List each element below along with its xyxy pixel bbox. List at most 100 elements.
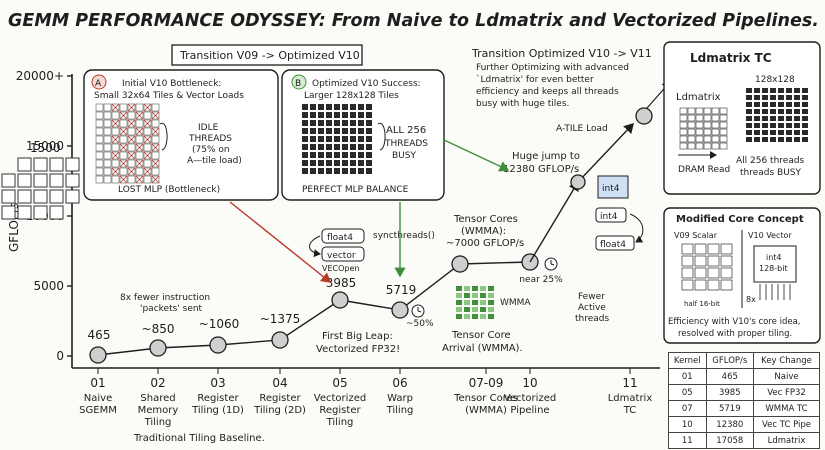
ldmatrix-busy-cell <box>770 109 776 114</box>
busy-cell <box>342 104 348 110</box>
ldmatrix-cell <box>711 107 720 115</box>
note-pct50: ~50% <box>406 319 434 329</box>
point-kernel-05 <box>331 291 349 309</box>
ldmatrix-busy-cell <box>794 130 800 135</box>
ldmatrix-busy-cell <box>762 116 768 121</box>
idle-mark <box>119 175 128 184</box>
tile-cell <box>119 151 128 160</box>
scalar-cell <box>694 255 707 267</box>
busy-cell <box>334 128 340 134</box>
x-kernel-name: Tensor Cores <box>453 393 518 404</box>
grid-cell <box>33 189 48 204</box>
ldmatrix-busy-cell <box>754 130 760 135</box>
tile-cell <box>151 167 160 176</box>
table-cell: 3985 <box>705 384 755 401</box>
x-kernel-number: 11 <box>622 376 637 390</box>
note-first-leap-1: First Big Leap: <box>322 331 393 342</box>
wmma-cell <box>472 300 478 305</box>
x-kernel-name: TC <box>623 405 637 416</box>
scalar-cell <box>720 255 733 267</box>
table-cell: 10 <box>668 416 707 433</box>
x-kernel-name: Ldmatrix <box>608 393 653 404</box>
v09-label: V09 Scalar <box>674 231 718 240</box>
wmma-cell <box>456 307 462 312</box>
ldmatrix-busy-cell <box>778 130 784 135</box>
busy-cell <box>366 112 372 118</box>
busy-cell <box>326 160 332 166</box>
point-kernel-03 <box>209 336 227 354</box>
busy-cell <box>334 112 340 118</box>
wmma-grid <box>456 286 494 319</box>
busy-cell <box>358 152 364 158</box>
wmma-cell <box>464 314 470 319</box>
ldmatrix-busy-cell <box>754 137 760 142</box>
wmma-cell <box>480 314 486 319</box>
ldmatrix-busy-cell <box>762 123 768 128</box>
x-kernel-name: Tiling <box>326 417 354 428</box>
transition-v10-line3: `Ldmatrix' for even better <box>476 74 594 85</box>
y-tick-label: 5000 <box>33 279 64 293</box>
ldmatrix-busy-cell <box>746 102 752 107</box>
busy-cell <box>310 152 316 158</box>
busy-cell <box>366 168 372 174</box>
grid-cell <box>33 205 48 220</box>
busy-cell <box>318 136 324 142</box>
scalar-cell <box>694 243 707 255</box>
ldmatrix-busy-cell <box>754 109 760 114</box>
grid-cell <box>1 173 16 188</box>
ldmatrix-cell <box>719 135 728 143</box>
busy-cell <box>366 120 372 126</box>
ldmatrix-busy-cell <box>746 88 752 93</box>
busy-cell <box>334 144 340 150</box>
value-label: 3985 <box>326 276 357 290</box>
busy-cell <box>334 136 340 142</box>
ldmatrix-cell <box>695 135 704 143</box>
note-fewer-active-2: Active <box>578 303 606 313</box>
ldmatrix-cell <box>711 142 720 150</box>
ldmatrix-busy-cell <box>762 109 768 114</box>
tile-cell <box>143 127 152 136</box>
tile-cell <box>103 151 112 160</box>
idle-mark <box>111 135 120 144</box>
busy-cell <box>318 144 324 150</box>
ldmatrix-cell <box>711 128 720 136</box>
busy-cell <box>310 144 316 150</box>
wmma-cell <box>456 300 462 305</box>
table-cell: 465 <box>705 368 755 385</box>
ldmatrix-tc-title: Ldmatrix TC <box>690 51 772 65</box>
int4-widget: int4 int4 float4 <box>595 175 644 251</box>
tile-cell <box>143 159 152 168</box>
tile-cell <box>135 103 144 112</box>
wmma-cell <box>472 293 478 298</box>
idle-mark <box>135 127 144 136</box>
tile-cell <box>103 103 112 112</box>
table-cell: Ldmatrix <box>753 432 820 449</box>
ldmatrix-busy-cell <box>762 137 768 142</box>
wmma-cell <box>488 300 494 305</box>
busy-cell <box>310 104 316 110</box>
y-tick-label: 0 <box>56 349 64 363</box>
jump-arrow <box>529 180 579 263</box>
b-title-2: Larger 128x128 Tiles <box>304 91 399 101</box>
badge-b: B <box>295 79 301 89</box>
busy-cell <box>358 120 364 126</box>
grid-cell <box>49 205 64 220</box>
note-huge-jump-1: Huge jump to <box>512 151 580 162</box>
tile-cell <box>151 119 160 128</box>
ldmatrix-cell <box>687 114 696 122</box>
ldmatrix-cell <box>679 128 688 136</box>
grid-cell <box>65 189 80 204</box>
ldmatrix-busy-cell <box>794 102 800 107</box>
tile-cell <box>103 167 112 176</box>
ldmatrix-busy-cell <box>754 95 760 100</box>
int4-core-2: 128-bit <box>759 264 788 273</box>
x-kernel-name: Naive <box>84 393 112 404</box>
grid-cell <box>33 157 48 172</box>
x-kernel-name: Register <box>259 393 301 404</box>
table-cell: 05 <box>668 384 707 401</box>
busy-cell <box>326 112 332 118</box>
busy-cell <box>358 144 364 150</box>
ldmatrix-cell <box>719 107 728 115</box>
